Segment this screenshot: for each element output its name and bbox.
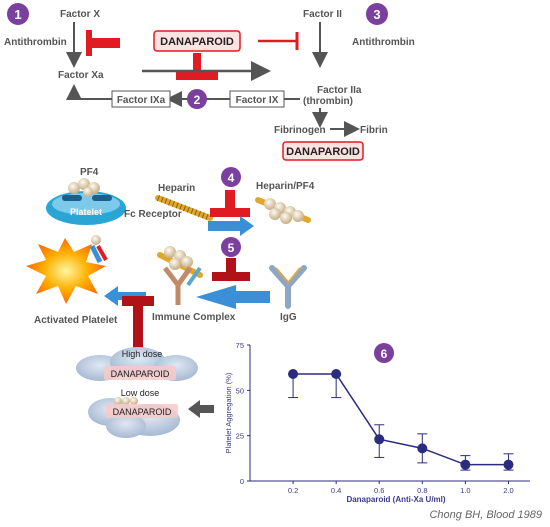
factor-ixa-box: Factor IXa [111,90,171,108]
inhibition-bar-step5 [212,258,250,281]
y-ticks: 0 25 50 75 [236,341,250,486]
x-ticks: 0.2 0.4 0.6 0.8 1.0 2.0 [288,481,514,495]
data-point [374,434,385,445]
low-dose-cloud: Low dose DANAPAROID [88,388,180,438]
danaparoid-label: DANAPAROID [286,146,360,158]
heparin-to-complex-arrow [208,216,254,236]
step-badge-6: 6 [374,343,394,363]
fibrinogen-label: Fibrinogen [274,125,326,136]
step-number: 6 [381,347,388,361]
aggregation-chart: 6 0 25 50 75 0.2 0.4 0.6 0.8 1.0 2.0 Platelet Ag… [224,341,530,504]
danaparoid-box-top: DANAPAROID [153,30,241,52]
aggregation-series [288,369,514,471]
y-tick-label: 50 [236,386,244,395]
activated-platelet-label: Activated Platelet [34,315,118,326]
inhibition-bar-danaparoid-doses [122,296,154,352]
inhibition-bar-danaparoid-center [176,53,218,80]
heparin-label: Heparin [158,183,195,194]
x-tick-label: 0.6 [374,486,384,495]
danaparoid-box-fibrin: DANAPAROID [282,141,364,161]
antithrombin-left-label: Antithrombin [4,37,67,48]
x-tick-label: 0.4 [331,486,341,495]
immune-complex-label: Immune Complex [152,312,236,323]
citation: Chong BH, Blood 1989 [429,509,542,521]
danaparoid-label: DANAPAROID [160,36,234,48]
coagulation-cascade: 1 Factor X Antithrombin Factor Xa DANAPA… [4,3,415,161]
data-point [331,369,342,380]
danaparoid-high-dose-label: DANAPAROID [111,369,170,379]
factor-xa-label: Factor Xa [58,70,104,81]
inhibition-bar-danaparoid-right [258,32,299,50]
y-tick-label: 0 [240,477,244,486]
x-axis-title: Danaparoid (Anti-Xa U/ml) [346,495,445,504]
heparin-pf4-complex-icon [255,197,311,224]
high-dose-label: High dose [122,349,163,359]
heparin-pf4-label: Heparin/PF4 [256,181,315,192]
igg-antibody-icon [269,265,307,309]
fc-receptor-label: Fc Receptor [124,209,182,220]
y-tick-label: 75 [236,341,244,350]
inhibition-bar-antithrombin-left [86,30,120,56]
x-tick-label: 0.8 [417,486,427,495]
step-number: 3 [373,7,380,22]
x-tick-label: 2.0 [503,486,513,495]
data-point [288,369,299,380]
high-dose-cloud: High dose DANAPAROID [76,347,198,381]
fibrin-label: Fibrin [360,125,388,136]
heparin-strand-icon [155,195,213,221]
factor-iia-label: Factor IIa [317,85,362,96]
y-axis-title: Platelet Aggregation (%) [224,372,233,453]
ixa-to-xa-arrow [66,84,112,100]
hit-mechanism: PF4 Platelet Fc Receptor Heparin 4 Hepa [26,167,315,438]
data-point [460,459,471,470]
factor-ix-label: Factor IX [236,95,279,106]
data-point [417,443,428,454]
igg-to-complex-arrow [196,285,270,309]
platelet-label: Platelet [70,207,102,217]
step-number: 5 [228,241,235,255]
step-badge-4: 4 [221,167,241,187]
x-tick-label: 1.0 [460,486,470,495]
immune-complex-icon [157,246,203,305]
step-badge-3: 3 [366,3,388,25]
step-badge-2: 2 [187,89,207,109]
x-tick-label: 0.2 [288,486,298,495]
platelet-icon: Platelet [46,178,126,225]
factor-x-label: Factor X [60,9,100,20]
data-point [503,459,514,470]
step-number: 1 [14,7,21,22]
pf4-label: PF4 [80,167,99,178]
inhibition-bar-step4 [210,190,250,217]
step-badge-5: 5 [221,237,241,257]
thrombin-label: (thrombin) [303,96,353,107]
step-badge-1: 1 [7,3,29,25]
factor-ixa-label: Factor IXa [117,95,166,106]
factor-ii-label: Factor II [303,9,342,20]
igg-label: IgG [280,312,297,323]
series-line [293,373,509,466]
factor-ix-box: Factor IX [229,90,285,108]
low-dose-label: Low dose [121,388,160,398]
step-number: 2 [194,93,201,107]
danaparoid-low-dose-label: DANAPAROID [113,407,172,417]
step-number: 4 [228,171,235,185]
chart-to-dose-arrow [188,400,214,418]
activated-platelet-icon [26,235,108,304]
antithrombin-right-label: Antithrombin [352,37,415,48]
y-tick-label: 25 [236,432,244,441]
